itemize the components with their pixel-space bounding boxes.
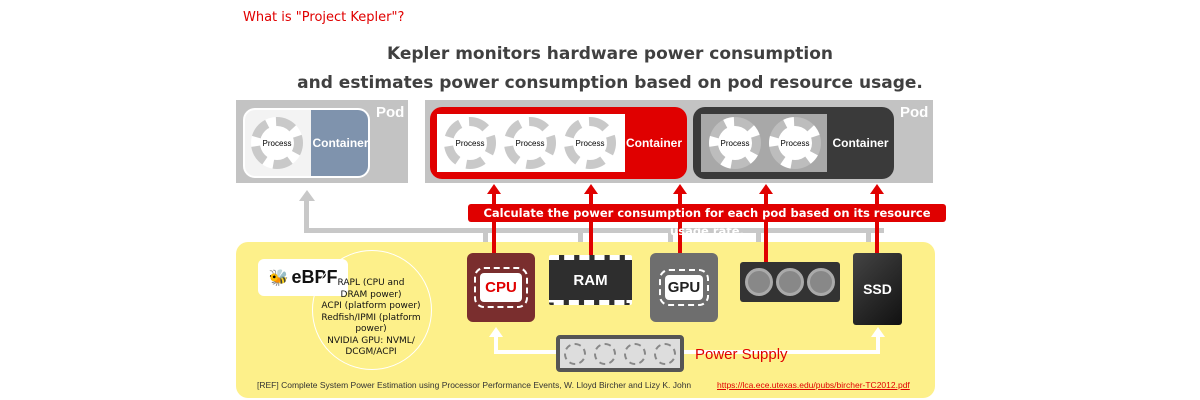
ssd-icon: SSD [853, 253, 902, 325]
calculation-banner: Calculate the power consumption for each… [468, 204, 946, 238]
white-arrow-head [489, 327, 503, 337]
heading-line1: Kepler monitors hardware power consumpti… [386, 44, 833, 64]
red-arrow [764, 193, 768, 263]
cpu-icon: CPU [467, 253, 535, 322]
fan-icon [775, 268, 804, 296]
power-supply-label: Power Supply [695, 346, 788, 363]
fan-icon [806, 268, 835, 296]
red-arrow-head [759, 184, 773, 194]
red-arrow [678, 193, 682, 253]
process-gear-icon: Process [709, 117, 761, 169]
red-arrow [875, 193, 879, 253]
container-dark: Process Process Container [693, 107, 894, 179]
red-arrow-head [584, 184, 598, 194]
gpu-icon: GPU [650, 253, 718, 322]
white-arrow-head [871, 327, 885, 337]
gray-arrow-head [299, 190, 315, 201]
container-label: Container [311, 110, 368, 176]
white-line [494, 337, 498, 354]
red-arrow-head [673, 184, 687, 194]
container-box: Process Container [243, 108, 370, 178]
container-label: Container [832, 136, 889, 150]
container-red: Process Process Process Container [430, 107, 687, 179]
reference-link[interactable]: https://lca.ece.utexas.edu/pubs/bircher-… [717, 380, 910, 390]
power-supply-icon [556, 335, 684, 372]
red-arrow-head [487, 184, 501, 194]
process-gear-icon: Process [251, 117, 303, 169]
red-arrow [492, 193, 496, 253]
process-gear-icon: Process [769, 117, 821, 169]
reference-text: [REF] Complete System Power Estimation u… [257, 380, 692, 390]
gray-line [304, 200, 309, 233]
white-line [494, 350, 558, 354]
bee-icon: 🐝 [268, 269, 289, 287]
process-gear-icon: Process [444, 117, 496, 169]
graphics-card-icon [740, 262, 840, 302]
ram-icon: RAM [549, 255, 632, 305]
pod-label: Pod [900, 104, 929, 121]
fan-icon [745, 268, 774, 296]
white-line [876, 337, 880, 354]
process-gear-icon: Process [564, 117, 616, 169]
pod-label: Pod [376, 104, 405, 121]
heading-line2: and estimates power consumption based on… [297, 73, 923, 93]
question-title: What is "Project Kepler"? [243, 10, 405, 25]
container-label: Container [625, 136, 682, 150]
sources-circle [312, 250, 432, 370]
red-arrow-head [870, 184, 884, 194]
white-line [684, 350, 880, 354]
gray-line [304, 228, 884, 233]
red-arrow [589, 193, 593, 255]
process-gear-icon: Process [504, 117, 556, 169]
